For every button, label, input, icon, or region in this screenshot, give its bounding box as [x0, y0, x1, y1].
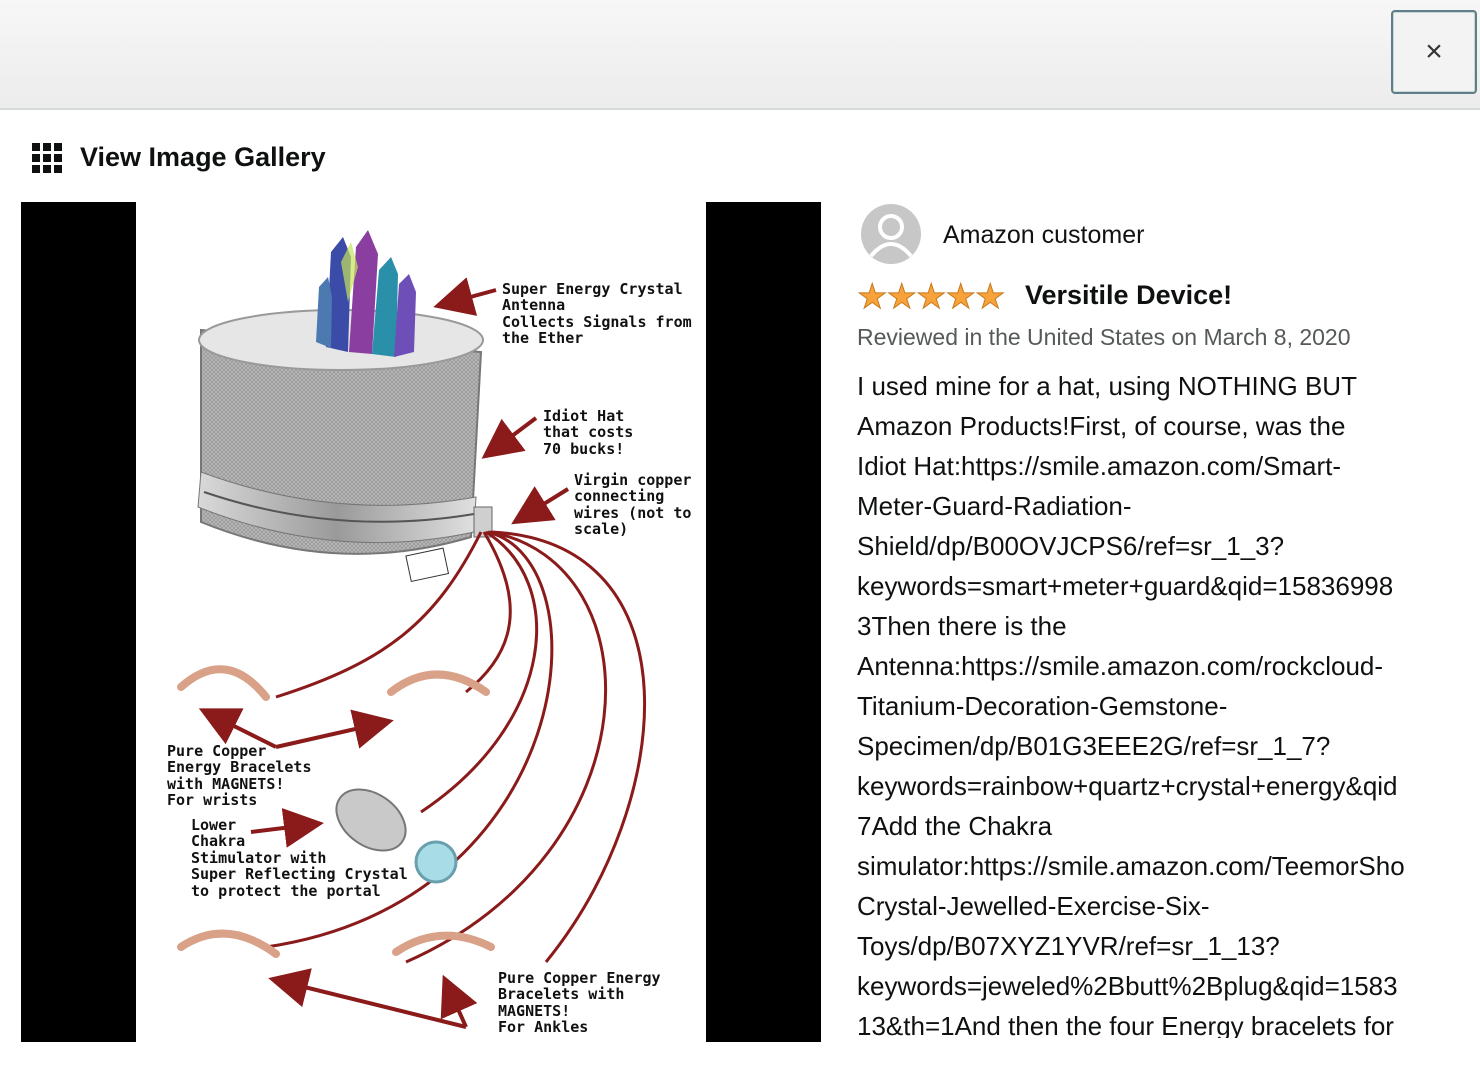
wires-label-3: wires (not to: [574, 504, 691, 522]
review-body-line: Shield/dp/B00OVJCPS6/ref=sr_1_3?: [857, 531, 1285, 561]
view-image-gallery-link[interactable]: View Image Gallery: [32, 142, 326, 173]
star-icon: ★: [857, 278, 888, 316]
svg-text:Super Reflecting Crystal: Super Reflecting Crystal: [191, 865, 408, 883]
review-title: Versitile Device!: [1025, 280, 1233, 310]
close-icon: ×: [1425, 35, 1443, 68]
svg-text:Idiot Hat: Idiot Hat: [543, 407, 624, 425]
star-rating: ★ ★ ★ ★ ★: [857, 278, 1006, 316]
svg-text:Super Energy Crystal: Super Energy Crystal: [502, 280, 683, 298]
review-body-line: 7Add the Chakra: [857, 811, 1053, 841]
close-button[interactable]: ×: [1391, 10, 1477, 94]
svg-text:that costs: that costs: [543, 423, 633, 441]
modal-header: ×: [0, 0, 1480, 110]
review-body-line: keywords=rainbow+quartz+crystal+energy&q…: [857, 771, 1398, 801]
svg-text:Pure Copper Energy: Pure Copper Energy: [498, 969, 661, 987]
user-icon: [869, 214, 913, 258]
crystal-label-1: Super Energy Crystal: [502, 280, 683, 298]
svg-text:to protect the portal: to protect the portal: [191, 882, 381, 900]
svg-text:Stimulator with: Stimulator with: [191, 849, 326, 867]
svg-text:scale): scale): [574, 520, 628, 538]
svg-text:wires (not to: wires (not to: [574, 504, 691, 522]
chakra-label-5: to protect the portal: [191, 882, 381, 900]
chakra-label-2: Chakra: [191, 832, 245, 850]
grid-icon: [32, 142, 62, 173]
star-icon: ★: [945, 278, 977, 316]
crystal-illustration: [316, 230, 416, 357]
svg-text:connecting: connecting: [574, 487, 664, 505]
review-body-line: Crystal-Jewelled-Exercise-Six-: [857, 891, 1210, 921]
review-panel: Amazon customer ★ ★ ★ ★ ★ Versitile Devi…: [857, 202, 1442, 1038]
gallery-label: View Image Gallery: [80, 142, 326, 172]
wrist-label-4: For wrists: [167, 791, 257, 809]
chakra-stimulator-illustration: [335, 788, 458, 884]
review-body-line: 13&th=1And then the four Energy bracelet…: [857, 1011, 1394, 1038]
chakra-label-4: Super Reflecting Crystal: [191, 865, 408, 883]
svg-text:For Ankles: For Ankles: [498, 1018, 588, 1036]
avatar: [861, 204, 921, 264]
svg-text:70 bucks!: 70 bucks!: [543, 440, 624, 458]
star-icon: ★: [974, 278, 1006, 316]
review-image-frame: Super Energy Crystal Antenna Collects Si…: [21, 202, 821, 1042]
wrist-label-2: Energy Bracelets: [167, 758, 312, 776]
review-body-line: Idiot Hat:https://smile.amazon.com/Smart…: [857, 451, 1342, 481]
chakra-label-3: Stimulator with: [191, 849, 326, 867]
svg-text:Pure Copper: Pure Copper: [167, 742, 266, 760]
review-body-line: Toys/dp/B07XYZ1YVR/ref=sr_1_13?: [857, 931, 1280, 961]
svg-text:Lower: Lower: [191, 816, 236, 834]
svg-text:For wrists: For wrists: [167, 791, 257, 809]
review-body-line: Specimen/dp/B01G3EEE2G/ref=sr_1_7?: [857, 731, 1331, 761]
star-icon: ★: [886, 278, 918, 316]
svg-text:Bracelets with: Bracelets with: [498, 985, 624, 1003]
review-body-line: Titanium-Decoration-Gemstone-: [857, 691, 1228, 721]
crystal-label-4: the Ether: [502, 329, 583, 347]
review-body-line: I used mine for a hat, using NOTHING BUT: [857, 371, 1357, 401]
crystal-label-2: Antenna: [502, 296, 565, 314]
wrist-label-3: with MAGNETS!: [167, 775, 284, 793]
svg-text:with MAGNETS!: with MAGNETS!: [167, 775, 284, 793]
svg-text:Collects Signals from: Collects Signals from: [502, 313, 692, 331]
copper-wires: [265, 530, 646, 964]
crystal-label-3: Collects Signals from: [502, 313, 692, 331]
svg-text:MAGNETS!: MAGNETS!: [498, 1002, 570, 1020]
svg-text:Virgin copper: Virgin copper: [574, 471, 691, 489]
review-body-line: Antenna:https://smile.amazon.com/rockclo…: [857, 651, 1384, 681]
review-date: Reviewed in the United States on March 8…: [857, 324, 1351, 350]
review-body-line: Meter-Guard-Radiation-: [857, 491, 1132, 521]
wires-label-1: Virgin copper: [574, 471, 691, 489]
svg-text:Energy Bracelets: Energy Bracelets: [167, 758, 312, 776]
annotation-arrows: [198, 277, 570, 1029]
ankle-label-3: MAGNETS!: [498, 1002, 570, 1020]
review-body-line: keywords=smart+meter+guard&qid=15836998: [857, 571, 1394, 601]
svg-text:Antenna: Antenna: [502, 296, 565, 314]
ankle-label-4: For Ankles: [498, 1018, 588, 1036]
review-body-line: keywords=jeweled%2Bbutt%2Bplug&qid=1583: [857, 971, 1398, 1001]
chakra-label-1: Lower: [191, 816, 236, 834]
reviewer-name[interactable]: Amazon customer: [943, 221, 1145, 249]
hat-label-1: Idiot Hat: [543, 407, 624, 425]
review-body-line: 3Then there is the: [857, 611, 1067, 641]
wires-label-2: connecting: [574, 487, 664, 505]
copper-bracelets: [177, 665, 495, 958]
ankle-label-2: Bracelets with: [498, 985, 624, 1003]
svg-text:the Ether: the Ether: [502, 329, 583, 347]
svg-text:Chakra: Chakra: [191, 832, 245, 850]
hat-label-3: 70 bucks!: [543, 440, 624, 458]
hat-label-2: that costs: [543, 423, 633, 441]
review-image: Super Energy Crystal Antenna Collects Si…: [136, 202, 706, 1042]
ankle-label-1: Pure Copper Energy: [498, 969, 661, 987]
review-body-line: simulator:https://smile.amazon.com/Teemo…: [857, 851, 1405, 881]
wires-label-4: scale): [574, 520, 628, 538]
star-icon: ★: [915, 278, 947, 316]
review-body-line: Amazon Products!First, of course, was th…: [857, 411, 1346, 441]
wrist-label-1: Pure Copper: [167, 742, 266, 760]
review-body: I used mine for a hat, using NOTHING BUT…: [857, 366, 1442, 1038]
